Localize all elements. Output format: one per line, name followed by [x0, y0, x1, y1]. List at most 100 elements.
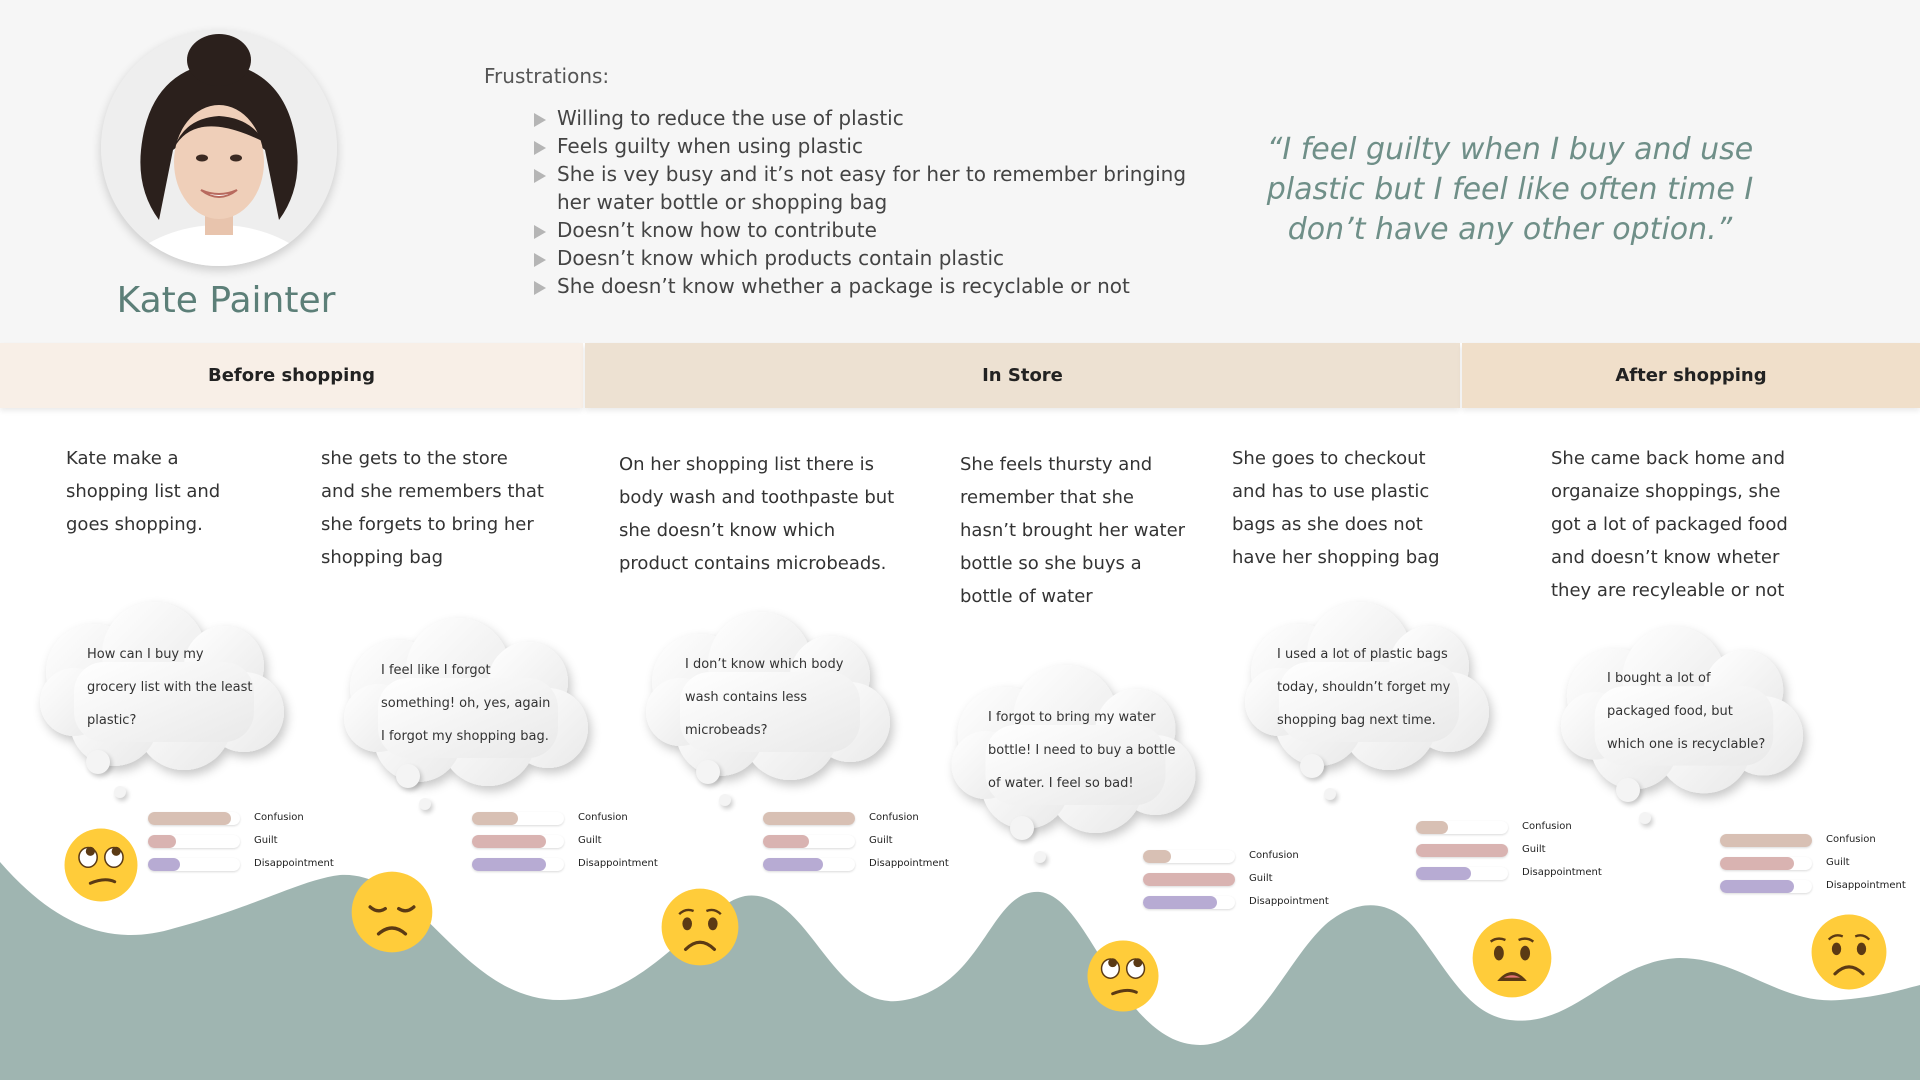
emotion-fill-confusion [1416, 821, 1449, 834]
emotion-bar-confusion [1416, 821, 1508, 834]
persona-quote: “I feel guilty when I buy and use plasti… [1266, 132, 1754, 247]
emotion-label-disappointment: Disappointment [254, 858, 334, 869]
emotion-bar-disappointment [472, 858, 564, 871]
thought-line: wash contains less [685, 690, 808, 705]
thought-bubble [338, 618, 592, 788]
thought-line: something! oh, yes, again [381, 696, 551, 711]
thought-tail-icon [419, 798, 431, 810]
thought-bubble-icon [1245, 602, 1489, 770]
story-line: product contains microbeads. [619, 553, 887, 574]
emotion-bar-confusion [472, 812, 564, 825]
story-line: she forgets to bring her [321, 514, 534, 535]
emotion-fill-disappointment [1720, 880, 1794, 893]
story-line: and has to use plastic [1232, 481, 1430, 502]
emotion-bar-guilt [1720, 857, 1812, 870]
rolling-eyes-emoji-icon [63, 827, 139, 903]
disappointed-emoji-icon [350, 870, 434, 954]
story-line: she gets to the store [321, 448, 508, 469]
emotion-fill-disappointment [1416, 867, 1472, 880]
frustration-item: Feels guilty when using plastic [534, 132, 1194, 160]
thought-bubble-icon [40, 602, 284, 770]
thought-line: which one is recyclable? [1607, 737, 1766, 752]
emotion-bar-confusion [1720, 834, 1812, 847]
thought-tail-icon [114, 786, 126, 798]
thought-line: I used a lot of plastic bags [1277, 647, 1448, 662]
frustrations-list: Willing to reduce the use of plastic Fee… [534, 104, 1194, 300]
emotion-fill-guilt [1416, 844, 1508, 857]
anguished-emoji-icon [1471, 917, 1553, 999]
bullet-triangle-icon [534, 141, 546, 155]
emotion-label-disappointment: Disappointment [1522, 867, 1602, 878]
emotion-fill-confusion [763, 812, 855, 825]
thought-bubble-icon [951, 665, 1196, 833]
thought-text: I bought a lot of packaged food, but which… [1607, 662, 1765, 761]
thought-line: I forgot my shopping bag. [381, 729, 549, 744]
thought-tail-icon [1010, 816, 1034, 840]
thought-line: microbeads? [685, 723, 768, 738]
thought-text: How can I buy my grocery list with the le… [87, 638, 252, 737]
emotion-fill-confusion [1720, 834, 1812, 847]
emotion-label-guilt: Guilt [1826, 857, 1850, 868]
emotion-bar-confusion [148, 812, 240, 825]
story-line: and doesn’t know wheter [1551, 547, 1780, 568]
thought-tail-icon [719, 794, 731, 806]
emotion-fill-guilt [148, 835, 176, 848]
thought-line: grocery list with the least [87, 680, 253, 695]
emotion-bar-guilt [148, 835, 240, 848]
emotion-label-guilt: Guilt [1249, 873, 1273, 884]
thought-line: bottle! I need to buy a bottle [988, 743, 1176, 758]
story-line: got a lot of packaged food [1551, 514, 1788, 535]
emotion-fill-disappointment [472, 858, 546, 871]
emotion-label-confusion: Confusion [1826, 834, 1876, 845]
emotion-fill-guilt [1143, 873, 1235, 886]
thought-line: plastic? [87, 713, 137, 728]
frustration-item: Doesn’t know which products contain plas… [534, 244, 1194, 272]
emotion-label-guilt: Guilt [578, 835, 602, 846]
thought-tail-icon [1639, 812, 1651, 824]
story-line: she doesn’t know which [619, 520, 836, 541]
phase-in-store: In Store [585, 343, 1460, 408]
emotion-fill-disappointment [148, 858, 181, 871]
thought-bubble [1555, 626, 1807, 796]
emotion-bar-confusion [1143, 850, 1235, 863]
emotion-label-guilt: Guilt [254, 835, 278, 846]
story-line: have her shopping bag [1232, 547, 1440, 568]
emotion-bar-confusion [763, 812, 855, 825]
worried-emoji-icon [660, 887, 740, 967]
story-line: bags as she does not [1232, 514, 1423, 535]
story-line: Kate make a [66, 448, 179, 469]
story-line: remember that she [960, 487, 1134, 508]
emotion-bar-disappointment [1416, 867, 1508, 880]
story-line: She goes to checkout [1232, 448, 1426, 469]
persona-name: Kate Painter [116, 280, 336, 321]
bullet-triangle-icon [534, 281, 546, 295]
emotion-bar-disappointment [763, 858, 855, 871]
emotion-label-disappointment: Disappointment [578, 858, 658, 869]
thought-line: How can I buy my [87, 647, 204, 662]
thought-line: of water. I feel so bad! [988, 776, 1134, 791]
story-line: shopping bag [321, 547, 444, 568]
phase-after-shopping: After shopping [1462, 343, 1920, 408]
thought-line: I bought a lot of [1607, 671, 1711, 686]
thought-bubble [940, 665, 1205, 835]
emotion-label-confusion: Confusion [869, 812, 919, 823]
emotion-label-confusion: Confusion [1249, 850, 1299, 861]
frustration-item: She doesn’t know whether a package is re… [534, 272, 1194, 300]
frustration-item: Willing to reduce the use of plastic [534, 104, 1194, 132]
frustration-item: She is vey busy and it’s not easy for he… [534, 160, 1194, 216]
emotion-bar-guilt [1416, 844, 1508, 857]
emotion-fill-confusion [148, 812, 231, 825]
story-line: hasn’t brought her water [960, 520, 1186, 541]
thought-line: packaged food, but [1607, 704, 1733, 719]
frustrations-title: Frustrations: [484, 64, 610, 88]
phase-label: After shopping [1615, 365, 1767, 386]
phase-before-shopping: Before shopping [0, 343, 583, 408]
story-line: She came back home and [1551, 448, 1785, 469]
emotion-label-confusion: Confusion [254, 812, 304, 823]
